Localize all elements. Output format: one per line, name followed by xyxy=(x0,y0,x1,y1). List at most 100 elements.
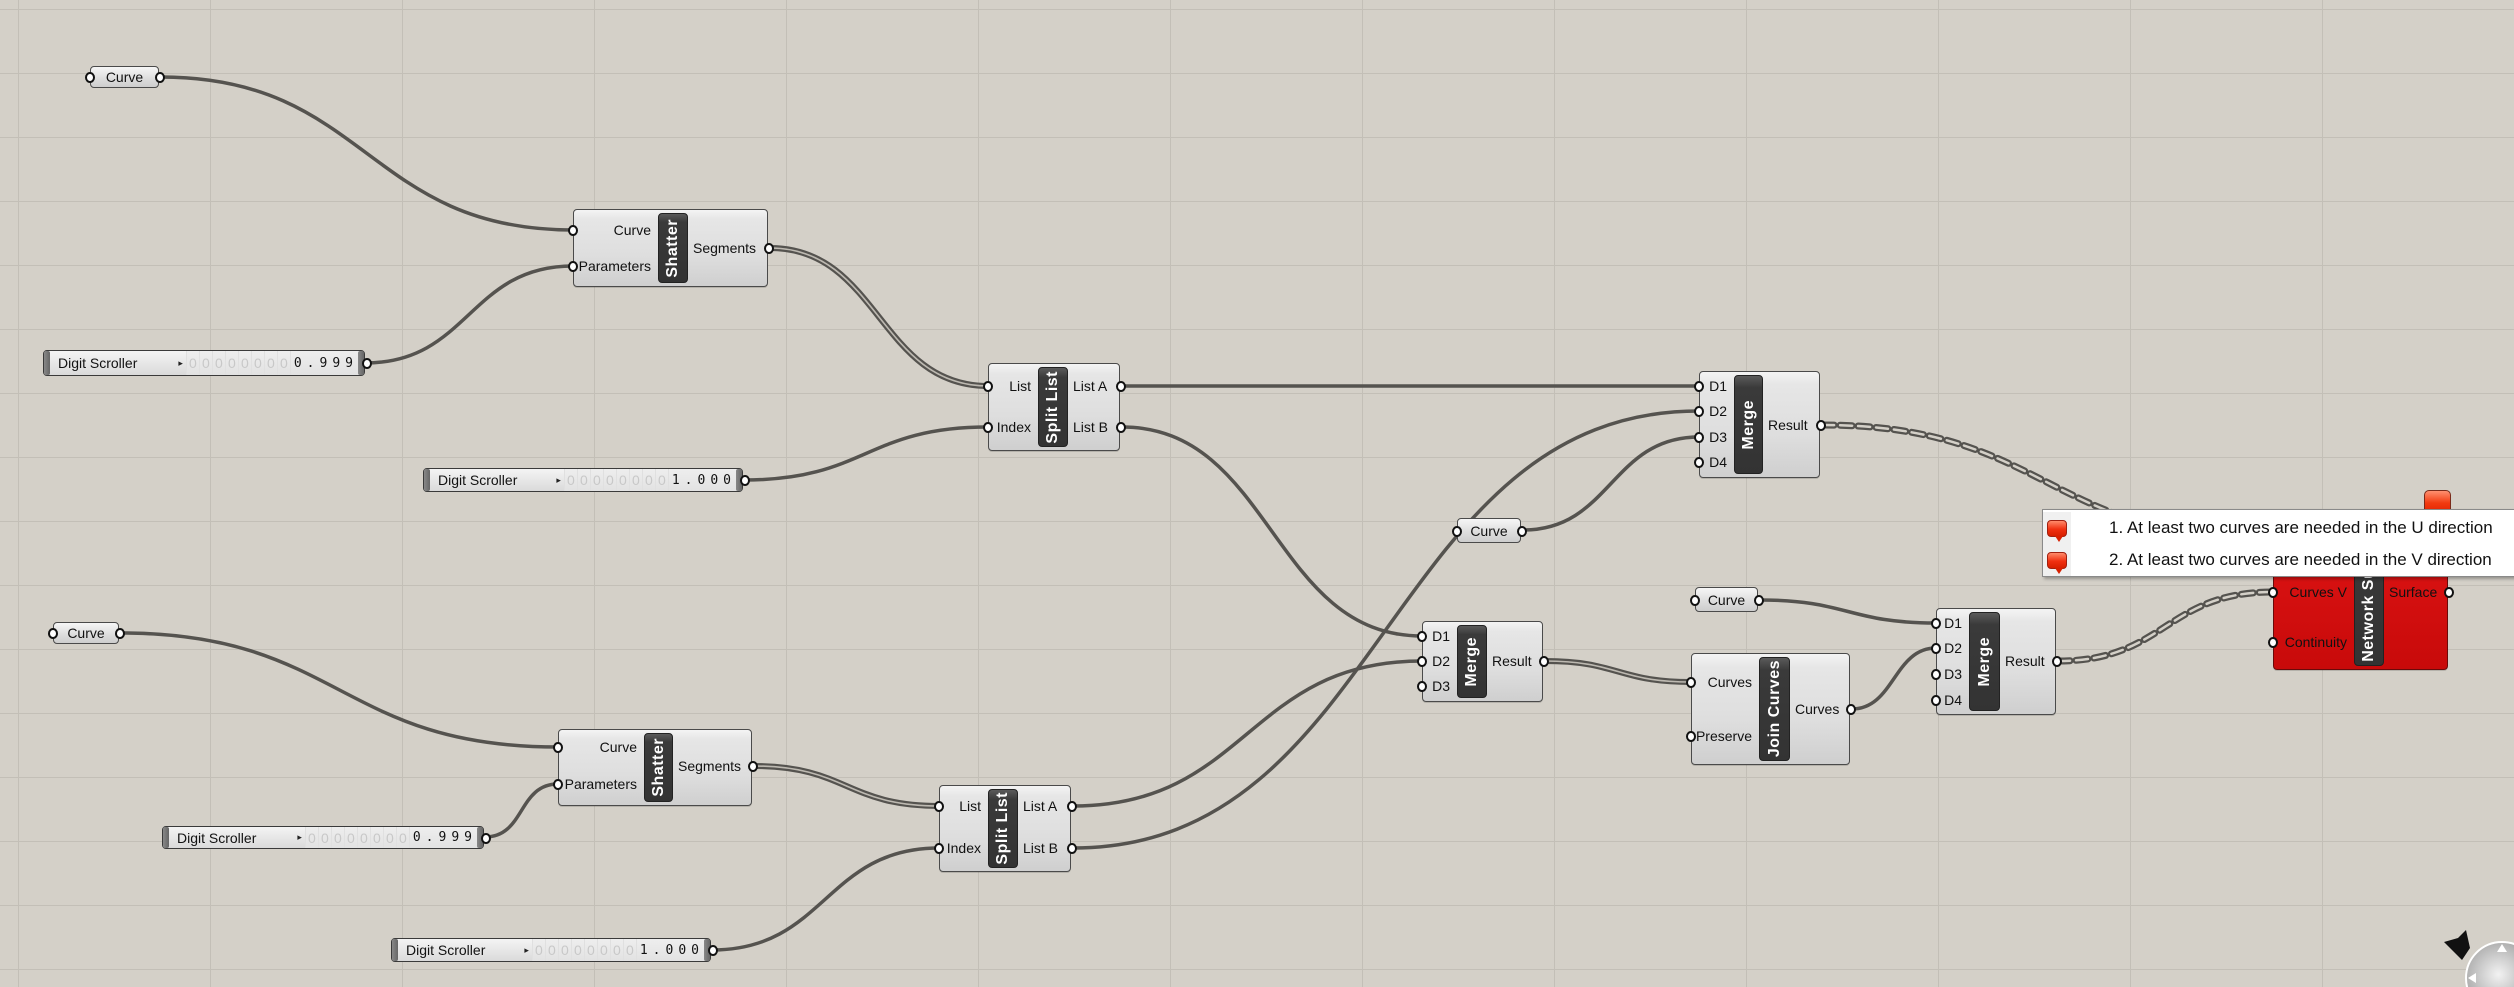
scroller-value[interactable]: 0.999 xyxy=(289,351,358,375)
wire[interactable] xyxy=(1522,435,1700,532)
port[interactable] xyxy=(1694,432,1704,443)
port[interactable] xyxy=(568,261,578,272)
digit-slot-padding: 0 xyxy=(628,469,642,491)
digit-slot-padding: 0 xyxy=(602,469,616,491)
param-curve-3[interactable]: Curve xyxy=(1452,518,1527,543)
scroller-value[interactable]: 1.000 xyxy=(635,939,704,961)
port[interactable] xyxy=(481,832,491,844)
port[interactable] xyxy=(764,243,774,254)
port[interactable] xyxy=(1686,731,1696,742)
wire[interactable] xyxy=(364,264,574,365)
port[interactable] xyxy=(1417,631,1427,642)
wire-list[interactable] xyxy=(753,765,940,807)
param-curve-2[interactable]: Curve xyxy=(48,622,125,644)
wire[interactable] xyxy=(1072,659,1423,808)
port[interactable] xyxy=(85,72,95,83)
wire-list[interactable] xyxy=(769,247,989,387)
port[interactable] xyxy=(362,358,372,369)
port[interactable] xyxy=(1686,677,1696,688)
warning-text: 1. At least two curves are needed in the… xyxy=(2109,518,2493,537)
wire[interactable] xyxy=(160,75,574,232)
port[interactable] xyxy=(2268,587,2278,598)
output-label: Result xyxy=(1768,417,1808,433)
wire[interactable] xyxy=(1121,425,1423,638)
port[interactable] xyxy=(1517,525,1527,537)
port[interactable] xyxy=(1754,594,1764,606)
wire[interactable] xyxy=(1759,598,1937,625)
param-label: Curve xyxy=(105,69,144,85)
port[interactable] xyxy=(1931,618,1941,629)
port[interactable] xyxy=(708,945,718,956)
input-label: Index xyxy=(946,840,981,856)
port[interactable] xyxy=(553,742,563,753)
port[interactable] xyxy=(983,422,993,433)
wire[interactable] xyxy=(484,782,559,839)
port[interactable] xyxy=(1694,457,1704,468)
caret-right-icon: ▸ xyxy=(556,474,561,485)
param-curve-1[interactable]: Curve xyxy=(85,66,165,88)
port[interactable] xyxy=(553,779,563,790)
digit-slot-padding: 0 xyxy=(544,939,558,961)
port[interactable] xyxy=(1694,406,1704,417)
port[interactable] xyxy=(1931,643,1941,654)
port[interactable] xyxy=(1116,381,1126,392)
error-bubble-icon xyxy=(2047,551,2067,574)
port[interactable] xyxy=(1931,695,1941,706)
wire-tree-empty[interactable] xyxy=(2056,590,2275,663)
scroller-value[interactable]: 1.000 xyxy=(667,469,736,491)
port[interactable] xyxy=(983,381,993,392)
port[interactable] xyxy=(1067,843,1077,854)
port[interactable] xyxy=(568,225,578,236)
port[interactable] xyxy=(1816,420,1826,431)
port[interactable] xyxy=(1452,525,1462,537)
port[interactable] xyxy=(740,475,750,486)
port[interactable] xyxy=(48,628,58,639)
wire-list[interactable] xyxy=(1544,660,1692,683)
scroller-value[interactable]: 0.999 xyxy=(408,827,477,848)
port[interactable] xyxy=(1417,656,1427,667)
port[interactable] xyxy=(1116,422,1126,433)
port[interactable] xyxy=(1931,669,1941,680)
port[interactable] xyxy=(1539,656,1549,667)
output-label: List A xyxy=(1073,378,1108,394)
wire[interactable] xyxy=(1072,409,1700,850)
port[interactable] xyxy=(2268,637,2278,648)
port[interactable] xyxy=(1694,381,1704,392)
output-label: List B xyxy=(1023,840,1059,856)
port[interactable] xyxy=(1417,681,1427,692)
port[interactable] xyxy=(2444,587,2454,598)
port[interactable] xyxy=(115,628,125,639)
navigation-compass-icon[interactable] xyxy=(2440,920,2514,987)
port[interactable] xyxy=(1067,801,1077,812)
port[interactable] xyxy=(748,761,758,772)
wire[interactable] xyxy=(120,631,559,749)
port[interactable] xyxy=(934,843,944,854)
wire[interactable] xyxy=(711,846,940,952)
digit-slot-padding: 0 xyxy=(276,351,290,375)
wire[interactable] xyxy=(1851,646,1937,711)
port[interactable] xyxy=(1690,594,1700,606)
wire[interactable] xyxy=(743,425,989,482)
port[interactable] xyxy=(2052,656,2062,667)
param-curve-4[interactable]: Curve xyxy=(1690,587,1764,612)
port[interactable] xyxy=(934,801,944,812)
port[interactable] xyxy=(155,72,165,83)
port[interactable] xyxy=(1846,704,1856,715)
